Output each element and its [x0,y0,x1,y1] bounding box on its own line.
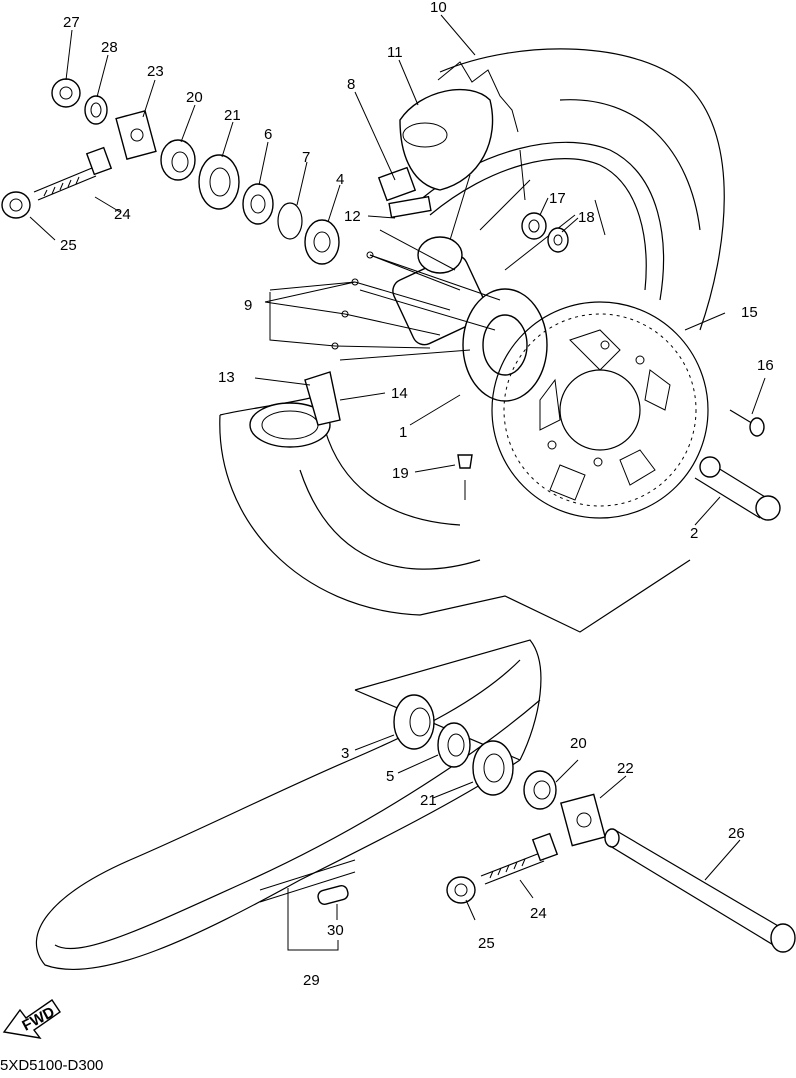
washer-18 [547,227,569,253]
callout-4: 4 [336,171,344,188]
rim-band-11 [399,88,494,191]
callout-13: 13 [218,369,235,386]
seal-21 [198,154,240,210]
callout-labels: 27 28 23 20 21 6 7 4 8 11 10 12 17 18 15… [60,0,774,989]
bolt-16 [729,409,765,437]
callout-20-upper: 20 [186,89,203,106]
wheel-hub [339,229,548,402]
callout-3: 3 [341,745,349,762]
callout-14: 14 [391,385,408,402]
nipple-17 [521,212,547,240]
nut-25-lower [446,876,476,904]
callout-1: 1 [399,424,407,441]
collar-20-lower [523,770,557,810]
circlip-7 [277,202,303,240]
callout-25-upper: 25 [60,237,77,254]
callout-18: 18 [578,209,595,226]
fwd-arrow-icon: FWD [2,999,61,1039]
callout-30: 30 [327,922,344,939]
callout-27: 27 [63,14,80,31]
diagram-code: 5XD5100-D300 [0,1057,103,1073]
nut-25-upper [1,191,31,219]
callout-2: 2 [690,525,698,542]
callout-6: 6 [264,126,272,143]
bearing-4 [304,219,340,265]
drive-chain-29 [35,639,542,971]
bolt-24-upper [33,146,113,201]
collar-20 [160,139,196,181]
callout-19: 19 [392,465,409,482]
axle-2 [694,456,781,521]
callout-11: 11 [387,44,403,61]
bearing-3 [393,694,435,750]
callout-26: 26 [728,825,745,842]
rear-tire [219,48,725,633]
callout-28: 28 [101,39,118,56]
washer-28 [84,95,108,125]
callout-22: 22 [617,760,634,777]
callout-15: 15 [741,304,758,321]
adjuster-block-23 [115,109,157,161]
valve-12 [388,195,432,219]
axle-26 [604,828,796,953]
rear-sprocket [491,301,709,519]
callout-8: 8 [347,76,355,93]
callout-21-lower: 21 [420,792,437,809]
callout-5: 5 [386,768,394,785]
callout-7: 7 [302,149,310,166]
seal-21-lower [472,740,514,796]
callout-9: 9 [244,297,252,314]
bearing-6 [242,183,274,225]
spokes-9 [331,251,461,350]
leader-lines [29,14,766,951]
brake-bracket-13-14 [249,371,341,448]
fwd-label: FWD [19,1004,57,1035]
spacer-5 [437,722,471,768]
callout-17: 17 [549,190,566,207]
bolt-24-lower [480,832,559,885]
callout-20-lower: 20 [570,735,587,752]
rim-lock-8 [377,166,417,202]
callout-12: 12 [344,208,361,225]
adjuster-block-22 [560,793,606,847]
callout-24-upper: 24 [114,206,131,223]
callout-16: 16 [757,357,774,374]
callout-23: 23 [147,63,164,80]
callout-29: 29 [303,972,320,989]
callout-24-lower: 24 [530,905,547,922]
nut-27 [51,78,81,108]
master-link-30 [317,885,349,905]
callout-25-lower: 25 [478,935,495,952]
callout-21-upper: 21 [224,107,241,124]
callout-10: 10 [430,0,447,16]
balancer-19 [457,454,473,500]
wheel-rim [419,141,665,301]
